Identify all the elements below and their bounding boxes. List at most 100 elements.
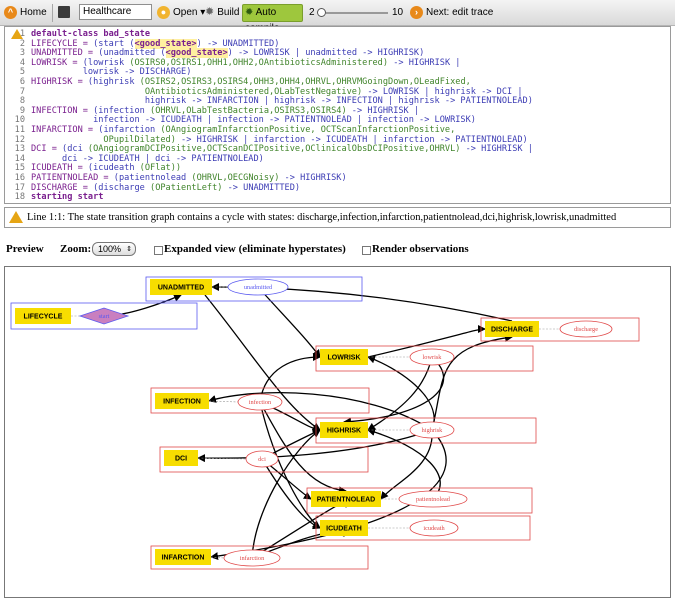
observation-node (559, 320, 613, 338)
line-number: 13 (14, 144, 25, 155)
line-number: 3 (19, 48, 25, 59)
expanded-view-checkbox[interactable] (154, 246, 163, 255)
code-text: INFARCTION = (infarction (OAngiogramInfa… (31, 125, 456, 135)
state-node (164, 450, 198, 466)
line-number: 1 (19, 29, 25, 39)
file-name-input[interactable]: Healthcare (79, 4, 152, 20)
depth-slider-track[interactable] (326, 12, 388, 14)
open-icon: ● (157, 5, 170, 19)
code-text: INFECTION = (infection (OHRVL,OLabTestBa… (31, 105, 420, 116)
observation-node (227, 278, 289, 296)
observation-label: highrisk (422, 427, 443, 434)
code-text: dci -> ICUDEATH | dci -> PATIENTNOLEAD) (31, 153, 264, 164)
code-text: OPupilDilated) -> HIGHRISK | infarction … (31, 134, 528, 145)
transition-edge (259, 353, 321, 403)
hyperstate-box (306, 487, 533, 514)
expanded-view-label: Expanded view (eliminate hyperstates) (164, 243, 346, 255)
preview-label: Preview (6, 243, 44, 255)
transition-edge (208, 392, 433, 431)
hyperstate-box (315, 417, 537, 444)
state-label: LIFECYCLE (24, 314, 63, 321)
transition-edge (204, 294, 321, 431)
transition-edge (257, 286, 321, 358)
observation-node (398, 490, 468, 508)
state-label: INFARCTION (162, 555, 205, 562)
line-number: 2 (19, 38, 25, 49)
code-text: ICUDEATH = (icudeath (OFlat)) (31, 163, 182, 174)
observation-node (223, 549, 281, 567)
next-label: Next: edit trace (426, 7, 494, 18)
observation-node (409, 421, 455, 439)
line-number: 9 (19, 105, 25, 116)
observation-node (409, 348, 455, 366)
open-button[interactable]: ●Open ▾ (157, 5, 205, 21)
gear-icon: ✹ (245, 7, 254, 18)
depth-slider-handle[interactable] (317, 8, 326, 17)
warning-icon (9, 211, 23, 223)
toolbar-separator (52, 4, 53, 22)
state-label: LOWRISK (327, 355, 360, 362)
start-diamond (78, 307, 130, 325)
line-number: 18 (14, 192, 25, 203)
zoom-select[interactable]: 100% ⇕ (92, 242, 136, 256)
save-icon[interactable] (58, 5, 73, 21)
code-text: starting start (31, 192, 104, 203)
line-number: 7 (19, 86, 25, 97)
transition-edge (380, 429, 433, 500)
line-number: 11 (14, 125, 25, 135)
line-number: 10 (14, 115, 25, 126)
observation-link (210, 556, 225, 559)
code-text: HIGHRISK = (highrisk (OSIRS2,OSIRS3,OSIR… (31, 77, 471, 87)
state-label: DCI (175, 456, 187, 463)
state-label: HIGHRISK (327, 428, 361, 435)
line-number: 12 (14, 134, 25, 145)
code-text: lowrisk -> DISCHARGE) (31, 67, 192, 78)
warning-gutter-icon (11, 29, 23, 39)
transition-edge (367, 428, 441, 500)
home-button[interactable]: ^Home (4, 5, 47, 21)
build-button[interactable]: ✹Build (205, 5, 239, 21)
state-node (150, 279, 212, 295)
stepper-icon: ⇕ (126, 246, 132, 253)
line-number: 17 (14, 182, 25, 193)
line-number: 6 (19, 77, 25, 87)
observation-label: discharge (574, 326, 598, 333)
chevron-down-icon: ▾ (200, 7, 206, 18)
state-node (15, 308, 71, 324)
state-node (155, 393, 209, 409)
hyperstate-box (480, 317, 640, 342)
observation-label: dci (258, 456, 266, 463)
state-node (320, 422, 368, 438)
code-text: LOWRISK = (lowrisk (OSIRS0,OSIRS1,OHH1,O… (31, 57, 461, 68)
transition-edge (251, 429, 321, 559)
observation-label: unadmitted (244, 284, 273, 291)
state-label: PATIENTNOLEAD (317, 497, 375, 504)
hyperstate-box (150, 387, 370, 414)
code-text: LIFECYCLE = (start (<good_state>) -> UNA… (31, 38, 280, 49)
state-node (320, 520, 368, 536)
code-text: UNADMITTED = (unadmitted (<good_state>) … (31, 48, 425, 59)
observation-label: patientnolead (416, 496, 451, 503)
auto-compile-toggle[interactable]: ✹ Auto compile (242, 4, 303, 34)
next-edit-trace-button[interactable]: ›Next: edit trace (410, 5, 493, 21)
code-text: default-class bad_state (31, 29, 150, 39)
observation-label: icudeath (423, 525, 445, 532)
render-observations-checkbox[interactable] (362, 246, 371, 255)
zoom-value: 100% (98, 244, 122, 254)
observation-label: start (99, 313, 110, 320)
state-label: ICUDEATH (326, 526, 362, 533)
state-label: INFECTION (163, 399, 201, 406)
chevron-up-icon: ^ (4, 5, 17, 19)
code-editor[interactable]: 1 default-class bad_state 2 LIFECYCLE = (st… (4, 26, 671, 204)
slider-min-label: 2 (309, 7, 315, 18)
hyperstate-box (10, 302, 198, 330)
chevron-right-icon: › (410, 5, 423, 19)
code-text: highrisk -> INFARCTION | highrisk -> INF… (31, 96, 533, 107)
state-label: DISCHARGE (491, 327, 533, 334)
state-node (485, 321, 539, 337)
transition-edge (261, 458, 321, 530)
line-number: 16 (14, 173, 25, 183)
warning-message: Line 1:1: The state transition graph con… (4, 207, 671, 228)
observation-link (197, 457, 247, 460)
code-text: DCI = (dci (OAngiogramDCIPositive,OCTSca… (31, 144, 533, 155)
